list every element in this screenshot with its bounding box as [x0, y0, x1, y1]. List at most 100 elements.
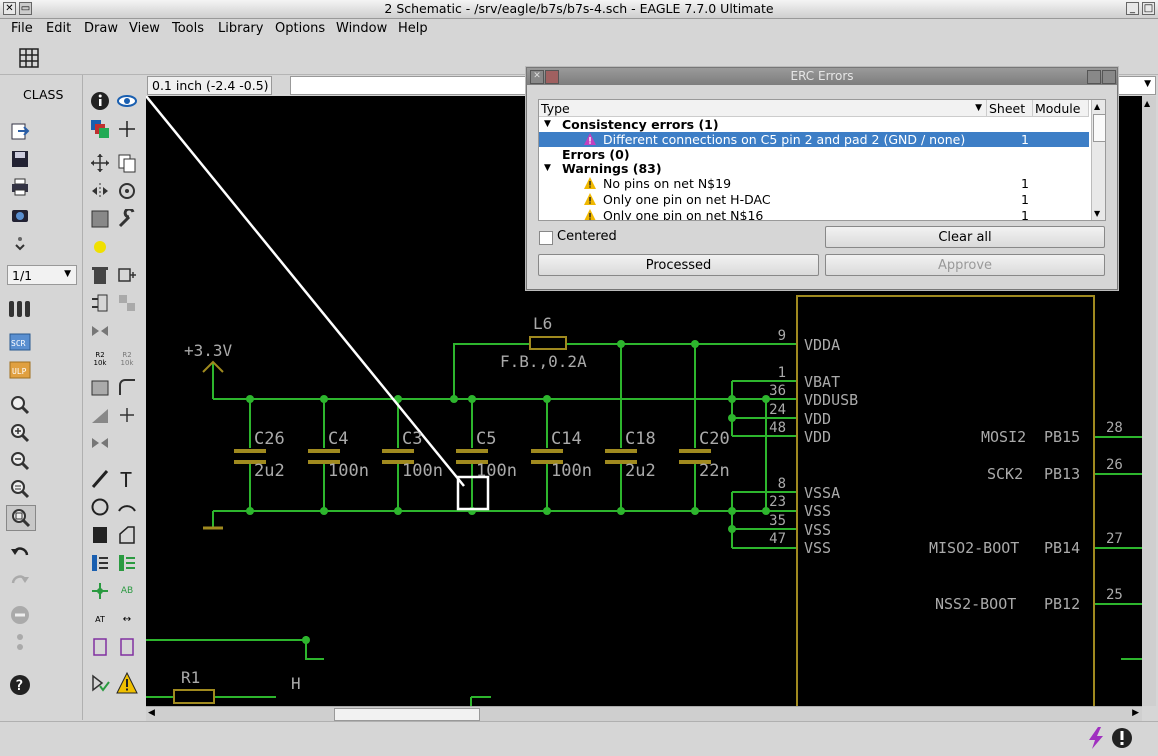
menu-edit[interactable]: Edit	[46, 21, 72, 36]
display-layers-icon[interactable]	[88, 117, 112, 141]
optimize-icon[interactable]	[115, 403, 139, 427]
group-warnings[interactable]: ▼ Warnings (83)	[544, 161, 662, 176]
scroll-thumb[interactable]	[334, 708, 480, 721]
warning-row[interactable]: No pins on net N$19 1	[539, 176, 1089, 191]
split-icon[interactable]	[88, 403, 112, 427]
menu-file[interactable]: File	[11, 21, 33, 36]
list-scrollbar[interactable]: ▲ ▼	[1091, 100, 1105, 220]
label-icon[interactable]: AB	[120, 586, 134, 596]
maximize-icon[interactable]	[1102, 70, 1116, 84]
junction-icon[interactable]	[88, 579, 112, 603]
close-icon[interactable]: ✕	[530, 70, 544, 84]
miter-icon[interactable]	[115, 375, 139, 399]
undo-icon[interactable]	[8, 541, 32, 565]
menu-view[interactable]: View	[129, 21, 160, 36]
rotate-icon[interactable]	[115, 179, 139, 203]
scroll-up-icon[interactable]: ▲	[1094, 102, 1101, 111]
menu-window[interactable]: Window	[336, 21, 388, 36]
mirror-icon[interactable]	[88, 179, 112, 203]
maximize-icon[interactable]: □	[1142, 2, 1155, 15]
gateswap-icon[interactable]	[88, 319, 112, 343]
info-icon[interactable]	[88, 89, 112, 113]
expand-icon[interactable]: ▼	[544, 163, 551, 173]
lightning-icon[interactable]	[1084, 726, 1108, 750]
zoom-out-icon[interactable]	[8, 449, 32, 473]
net-icon[interactable]	[115, 551, 139, 575]
script-arrow-icon[interactable]	[8, 233, 32, 257]
menu-library[interactable]: Library	[218, 21, 264, 36]
mark-icon[interactable]	[115, 117, 139, 141]
module-icon[interactable]	[88, 635, 112, 659]
dimension-icon[interactable]: ↔	[122, 613, 132, 625]
smash-icon[interactable]	[88, 375, 112, 399]
approve-button[interactable]: Approve	[825, 254, 1105, 276]
minimize-icon[interactable]	[1087, 70, 1101, 84]
polygon-icon[interactable]	[115, 523, 139, 547]
wire-icon[interactable]	[88, 467, 112, 491]
scroll-left-icon[interactable]: ◀	[148, 708, 155, 718]
zoom-select-icon[interactable]	[6, 505, 36, 531]
attribute-icon[interactable]: AT	[95, 614, 105, 624]
errors-icon[interactable]	[115, 671, 139, 695]
add-icon[interactable]	[115, 263, 139, 287]
column-module[interactable]: Module	[1033, 100, 1089, 117]
help-icon[interactable]: ?	[8, 673, 32, 697]
show-icon[interactable]	[115, 89, 139, 113]
script-icon[interactable]: SCR	[8, 331, 32, 355]
print-icon[interactable]	[8, 175, 32, 199]
replace-icon[interactable]	[115, 291, 139, 315]
stop-command-icon[interactable]	[1110, 726, 1134, 750]
window-menu-icon[interactable]	[545, 70, 559, 84]
port-icon[interactable]	[115, 635, 139, 659]
error-row-selected[interactable]: Different connections on C5 pin 2 and pa…	[539, 132, 1089, 147]
zoom-redraw-icon[interactable]	[8, 477, 32, 501]
scroll-down-icon[interactable]: ▼	[1094, 209, 1101, 218]
zoom-in-icon[interactable]	[8, 421, 32, 445]
vertical-scrollbar[interactable]: ▲	[1142, 96, 1156, 706]
scroll-up-icon[interactable]: ▲	[1144, 99, 1151, 108]
window-menu-icon[interactable]: ▭	[19, 2, 32, 15]
erc-error-list[interactable]: Type ▼ Sheet Module ▼ Consistency errors…	[538, 99, 1106, 221]
paste-icon[interactable]	[88, 235, 112, 259]
class-label[interactable]: CLASS	[23, 87, 64, 102]
column-type[interactable]: Type ▼	[539, 100, 987, 117]
open-icon[interactable]	[8, 119, 32, 143]
group-errors[interactable]: Errors (0)	[562, 147, 630, 162]
grid-icon[interactable]	[17, 46, 41, 70]
delete-icon[interactable]	[88, 263, 112, 287]
pinswap-icon[interactable]	[88, 291, 112, 315]
erc-icon[interactable]	[88, 671, 112, 695]
circle-icon[interactable]	[88, 495, 112, 519]
warning-row[interactable]: Only one pin on net H-DAC 1	[539, 192, 1089, 207]
invoke-icon[interactable]	[88, 431, 112, 455]
rect-icon[interactable]	[88, 523, 112, 547]
sheet-select[interactable]: 1/1 ▼	[7, 265, 77, 285]
bus-icon[interactable]	[88, 551, 112, 575]
move-icon[interactable]	[88, 151, 112, 175]
arc-icon[interactable]	[115, 495, 139, 519]
go-icon[interactable]	[8, 631, 32, 655]
cam-icon[interactable]	[8, 203, 32, 227]
menu-help[interactable]: Help	[398, 21, 428, 36]
zoom-fit-icon[interactable]	[8, 393, 32, 417]
centered-checkbox[interactable]	[539, 231, 553, 245]
horizontal-scrollbar[interactable]: ◀ ▶	[146, 706, 1142, 721]
warning-row[interactable]: Only one pin on net N$16 1	[539, 208, 1089, 220]
minimize-icon[interactable]: _	[1126, 2, 1139, 15]
redo-icon[interactable]	[8, 569, 32, 593]
column-sheet[interactable]: Sheet	[987, 100, 1033, 117]
chevron-down-icon[interactable]: ▼	[1144, 79, 1151, 89]
layer-settings-icon[interactable]	[6, 297, 34, 321]
scroll-right-icon[interactable]: ▶	[1132, 708, 1139, 718]
expand-icon[interactable]: ▼	[544, 119, 551, 129]
processed-button[interactable]: Processed	[538, 254, 819, 276]
scroll-thumb[interactable]	[1093, 114, 1105, 142]
close-icon[interactable]: ✕	[3, 2, 16, 15]
change-icon[interactable]	[115, 207, 139, 231]
copy-icon[interactable]	[115, 151, 139, 175]
group-icon[interactable]	[88, 207, 112, 231]
clear-all-button[interactable]: Clear all	[825, 226, 1105, 248]
ulp-icon[interactable]: ULP	[8, 359, 32, 383]
